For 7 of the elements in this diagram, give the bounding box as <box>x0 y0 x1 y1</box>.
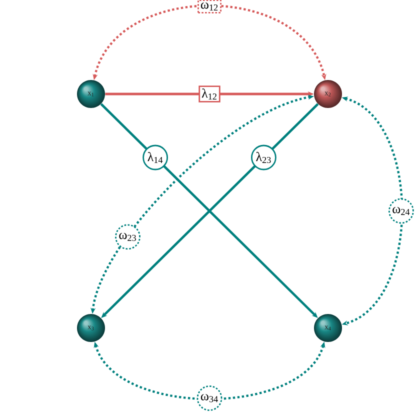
edge-label: λ$_{14}$ <box>142 144 168 170</box>
edge-label: ω$_{24}$ <box>388 198 414 224</box>
edge-label: λ$_{23}$ <box>251 144 276 170</box>
edge-label: ω$_{12}$ <box>198 0 222 14</box>
edge-label: λ$_{12}$ <box>198 86 220 102</box>
edge-label: ω$_{23}$ <box>115 224 140 250</box>
edge-label: ω$_{34}$ <box>196 385 222 411</box>
